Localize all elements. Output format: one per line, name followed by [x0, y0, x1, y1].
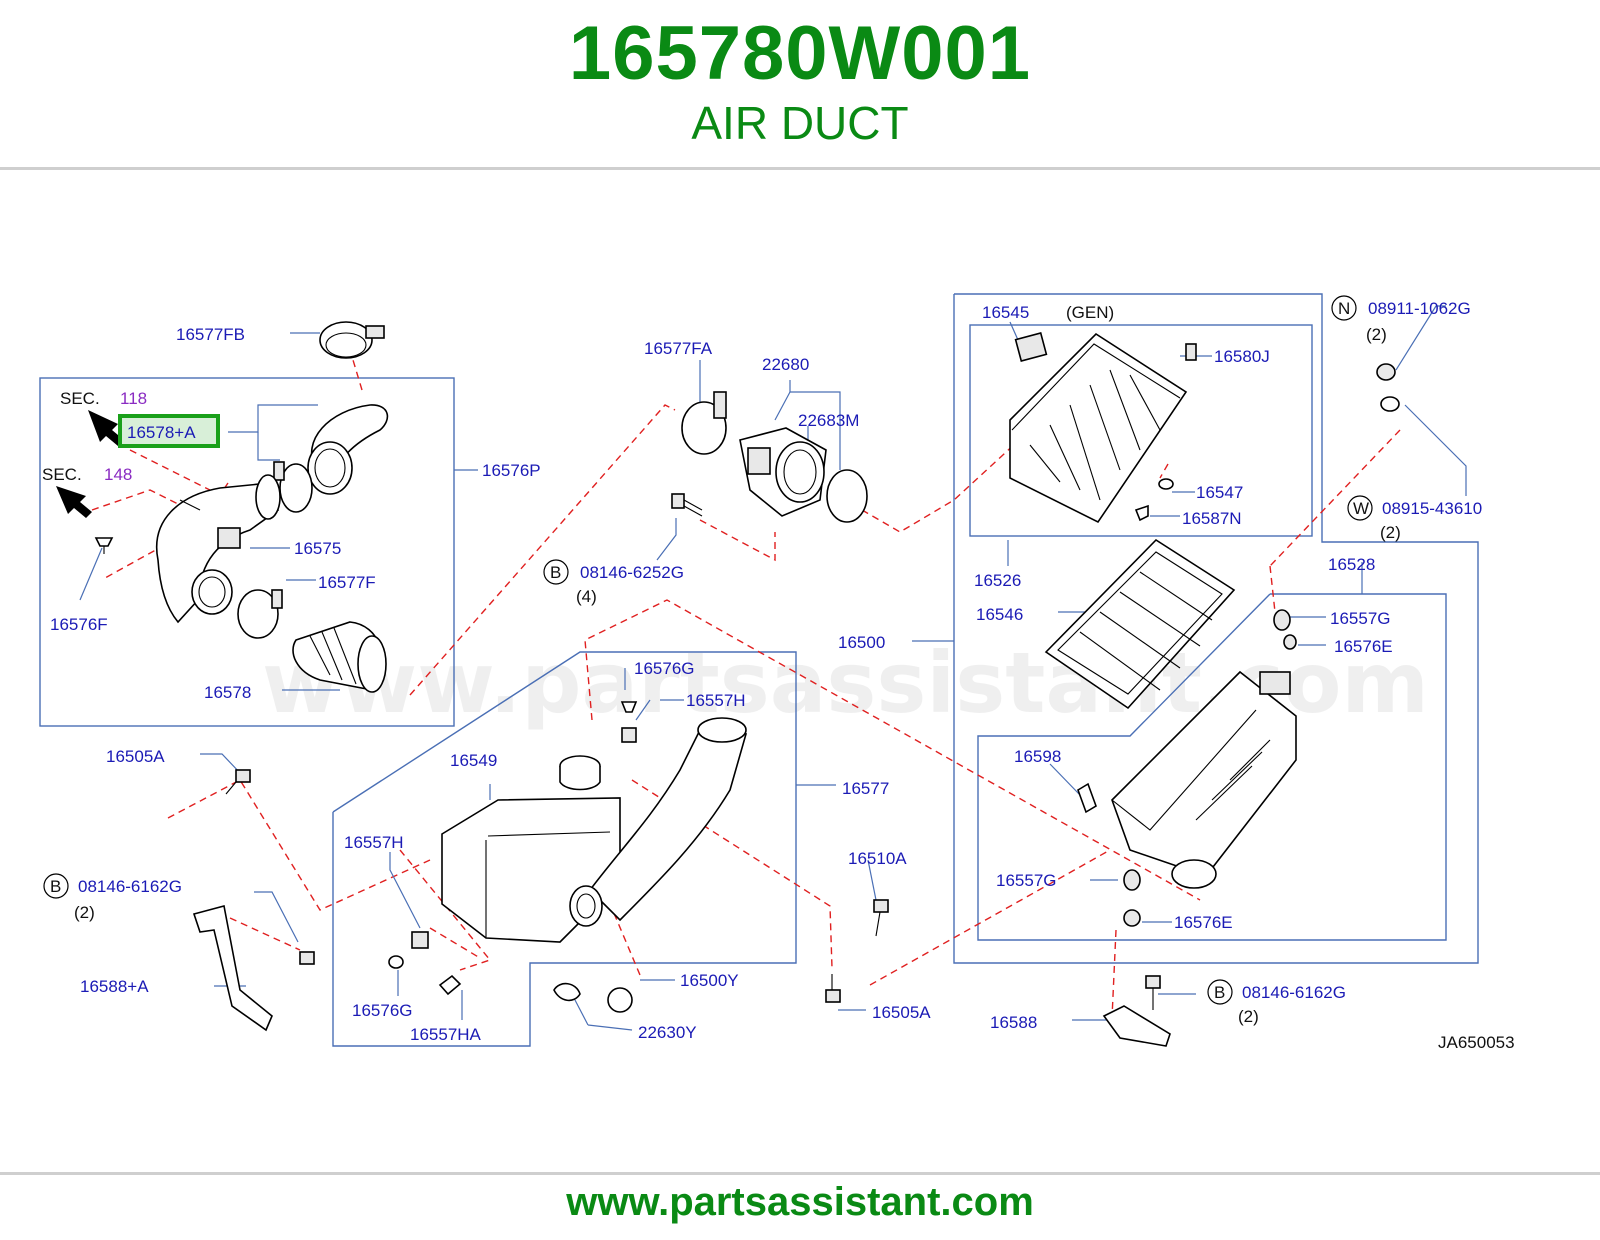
- page-header: 165780W001 AIR DUCT: [0, 0, 1600, 168]
- callout-16526[interactable]: 16526: [974, 571, 1021, 590]
- callout-16557G-bottom[interactable]: 16557G: [996, 871, 1057, 890]
- callout-16557H-top[interactable]: 16557H: [686, 691, 746, 710]
- qty-08146-6252G: (4): [576, 587, 597, 606]
- part-bellows-16578: [292, 621, 387, 693]
- callout-22680[interactable]: 22680: [762, 355, 809, 374]
- part-clamp-16575: [273, 461, 313, 513]
- callout-16528[interactable]: 16528: [1328, 555, 1375, 574]
- part-number-title: 165780W001: [568, 11, 1032, 96]
- part-clip-16576F: [94, 537, 114, 554]
- label-gen: (GEN): [1066, 303, 1114, 322]
- callout-16557G-top[interactable]: 16557G: [1330, 609, 1391, 628]
- part-duct-16577: [569, 717, 748, 927]
- callout-16546[interactable]: 16546: [976, 605, 1023, 624]
- qty-08146-6162G-left: (2): [74, 903, 95, 922]
- callout-16580J[interactable]: 16580J: [1214, 347, 1270, 366]
- callout-08911-1062G[interactable]: 08911-1062G: [1368, 299, 1471, 318]
- callout-16577[interactable]: 16577: [842, 779, 889, 798]
- callout-16577F[interactable]: 16577F: [318, 573, 376, 592]
- part-small-fasteners: [225, 701, 1161, 1013]
- qty-08146-6162G-right: (2): [1238, 1007, 1259, 1026]
- callout-16505A-bottom[interactable]: 16505A: [872, 1003, 931, 1022]
- group-box-cleaner-body: [977, 593, 1447, 941]
- highlight-box-16578A: [118, 414, 220, 448]
- callout-16547[interactable]: 16547: [1196, 483, 1243, 502]
- part-clamp-16577FA: [681, 391, 727, 455]
- callout-16578A[interactable]: 16578+A: [127, 423, 196, 442]
- section-arrow-148-icon: [56, 486, 92, 518]
- footer-url[interactable]: www.partsassistant.com: [566, 1180, 1034, 1224]
- part-grommets: [1077, 609, 1297, 927]
- section-148-number[interactable]: 148: [104, 465, 132, 484]
- part-clamp-16577FB: [319, 321, 385, 359]
- callout-16549[interactable]: 16549: [450, 751, 497, 770]
- callout-16576E-bottom[interactable]: 16576E: [1174, 913, 1233, 932]
- callout-16576G-top[interactable]: 16576G: [634, 659, 695, 678]
- group-box-air-cleaner: [953, 293, 1479, 964]
- callout-16578[interactable]: 16578: [204, 683, 251, 702]
- diagram-code: JA650053: [1438, 1033, 1515, 1052]
- section-118-number[interactable]: 118: [120, 389, 147, 408]
- callout-16588[interactable]: 16588: [990, 1013, 1037, 1032]
- marker-b-1: B: [550, 563, 561, 582]
- callout-16576G-bottom[interactable]: 16576G: [352, 1001, 413, 1020]
- part-maf-sensor-22680: [739, 427, 827, 517]
- header-divider: [0, 167, 1600, 170]
- callout-16500[interactable]: 16500: [838, 633, 885, 652]
- callout-16510A[interactable]: 16510A: [848, 849, 907, 868]
- marker-n: N: [1338, 299, 1350, 318]
- callout-16505A-top[interactable]: 16505A: [106, 747, 165, 766]
- section-arrow-118-icon: [88, 410, 124, 446]
- part-duct-16576P: [155, 474, 281, 624]
- callout-16576P[interactable]: 16576P: [482, 461, 541, 480]
- callout-16557H-left[interactable]: 16557H: [344, 833, 404, 852]
- qty-08911-1062G: (2): [1366, 325, 1387, 344]
- marker-b-circle: [543, 559, 569, 585]
- part-air-cleaner-cover: [1009, 332, 1197, 524]
- part-seal-22683M: [826, 469, 868, 523]
- marker-b-circle-left: [43, 873, 69, 899]
- group-box-intake-duct: [39, 377, 455, 727]
- callout-16598[interactable]: 16598: [1014, 747, 1061, 766]
- marker-b-3: B: [1214, 983, 1225, 1002]
- callout-22683M[interactable]: 22683M: [798, 411, 859, 430]
- callout-16587N[interactable]: 16587N: [1182, 509, 1242, 528]
- callout-16545[interactable]: 16545: [982, 303, 1029, 322]
- group-box-cleaner-cover: [969, 324, 1313, 537]
- part-clamp-16577F: [237, 589, 283, 639]
- marker-b-2: B: [50, 877, 61, 896]
- callout-16588A[interactable]: 16588+A: [80, 977, 149, 996]
- callout-16577FA[interactable]: 16577FA: [644, 339, 713, 358]
- callout-16577FB[interactable]: 16577FB: [176, 325, 245, 344]
- part-name-subtitle: AIR DUCT: [691, 97, 909, 149]
- marker-w: W: [1353, 499, 1369, 518]
- callout-08915-43610[interactable]: 08915-43610: [1382, 499, 1482, 518]
- callout-16576F[interactable]: 16576F: [50, 615, 108, 634]
- part-nut-washer: [1376, 363, 1400, 412]
- part-duct-upper: [307, 404, 389, 495]
- part-filter-element-16546: [1044, 538, 1236, 710]
- callout-16500Y[interactable]: 16500Y: [680, 971, 739, 990]
- callout-08146-6162G-right[interactable]: 08146-6162G: [1242, 983, 1346, 1002]
- part-clips-16547-16587N: [1134, 478, 1174, 522]
- part-bracket-16588: [1102, 1005, 1171, 1047]
- callout-16575[interactable]: 16575: [294, 539, 341, 558]
- callout-16576E-top[interactable]: 16576E: [1334, 637, 1393, 656]
- callout-08146-6162G-left[interactable]: 08146-6162G: [78, 877, 182, 896]
- qty-08915-43610: (2): [1380, 523, 1401, 542]
- group-box-resonator: [332, 651, 797, 1047]
- marker-n-circle: [1331, 295, 1357, 321]
- callout-08146-6252G[interactable]: 08146-6252G: [580, 563, 684, 582]
- callout-22630Y[interactable]: 22630Y: [638, 1023, 697, 1042]
- footer-divider: [0, 1172, 1600, 1175]
- section-148-prefix: SEC.: [42, 465, 82, 484]
- part-bolt-08146-6252G: [671, 493, 703, 517]
- section-118-prefix: SEC.: [60, 389, 100, 408]
- part-air-cleaner-body: [1111, 670, 1297, 889]
- callout-16557HA[interactable]: 16557HA: [410, 1025, 482, 1044]
- part-bracket-16588A: [192, 905, 273, 1032]
- marker-b-circle-right: [1207, 979, 1233, 1005]
- marker-w-circle: [1347, 495, 1373, 521]
